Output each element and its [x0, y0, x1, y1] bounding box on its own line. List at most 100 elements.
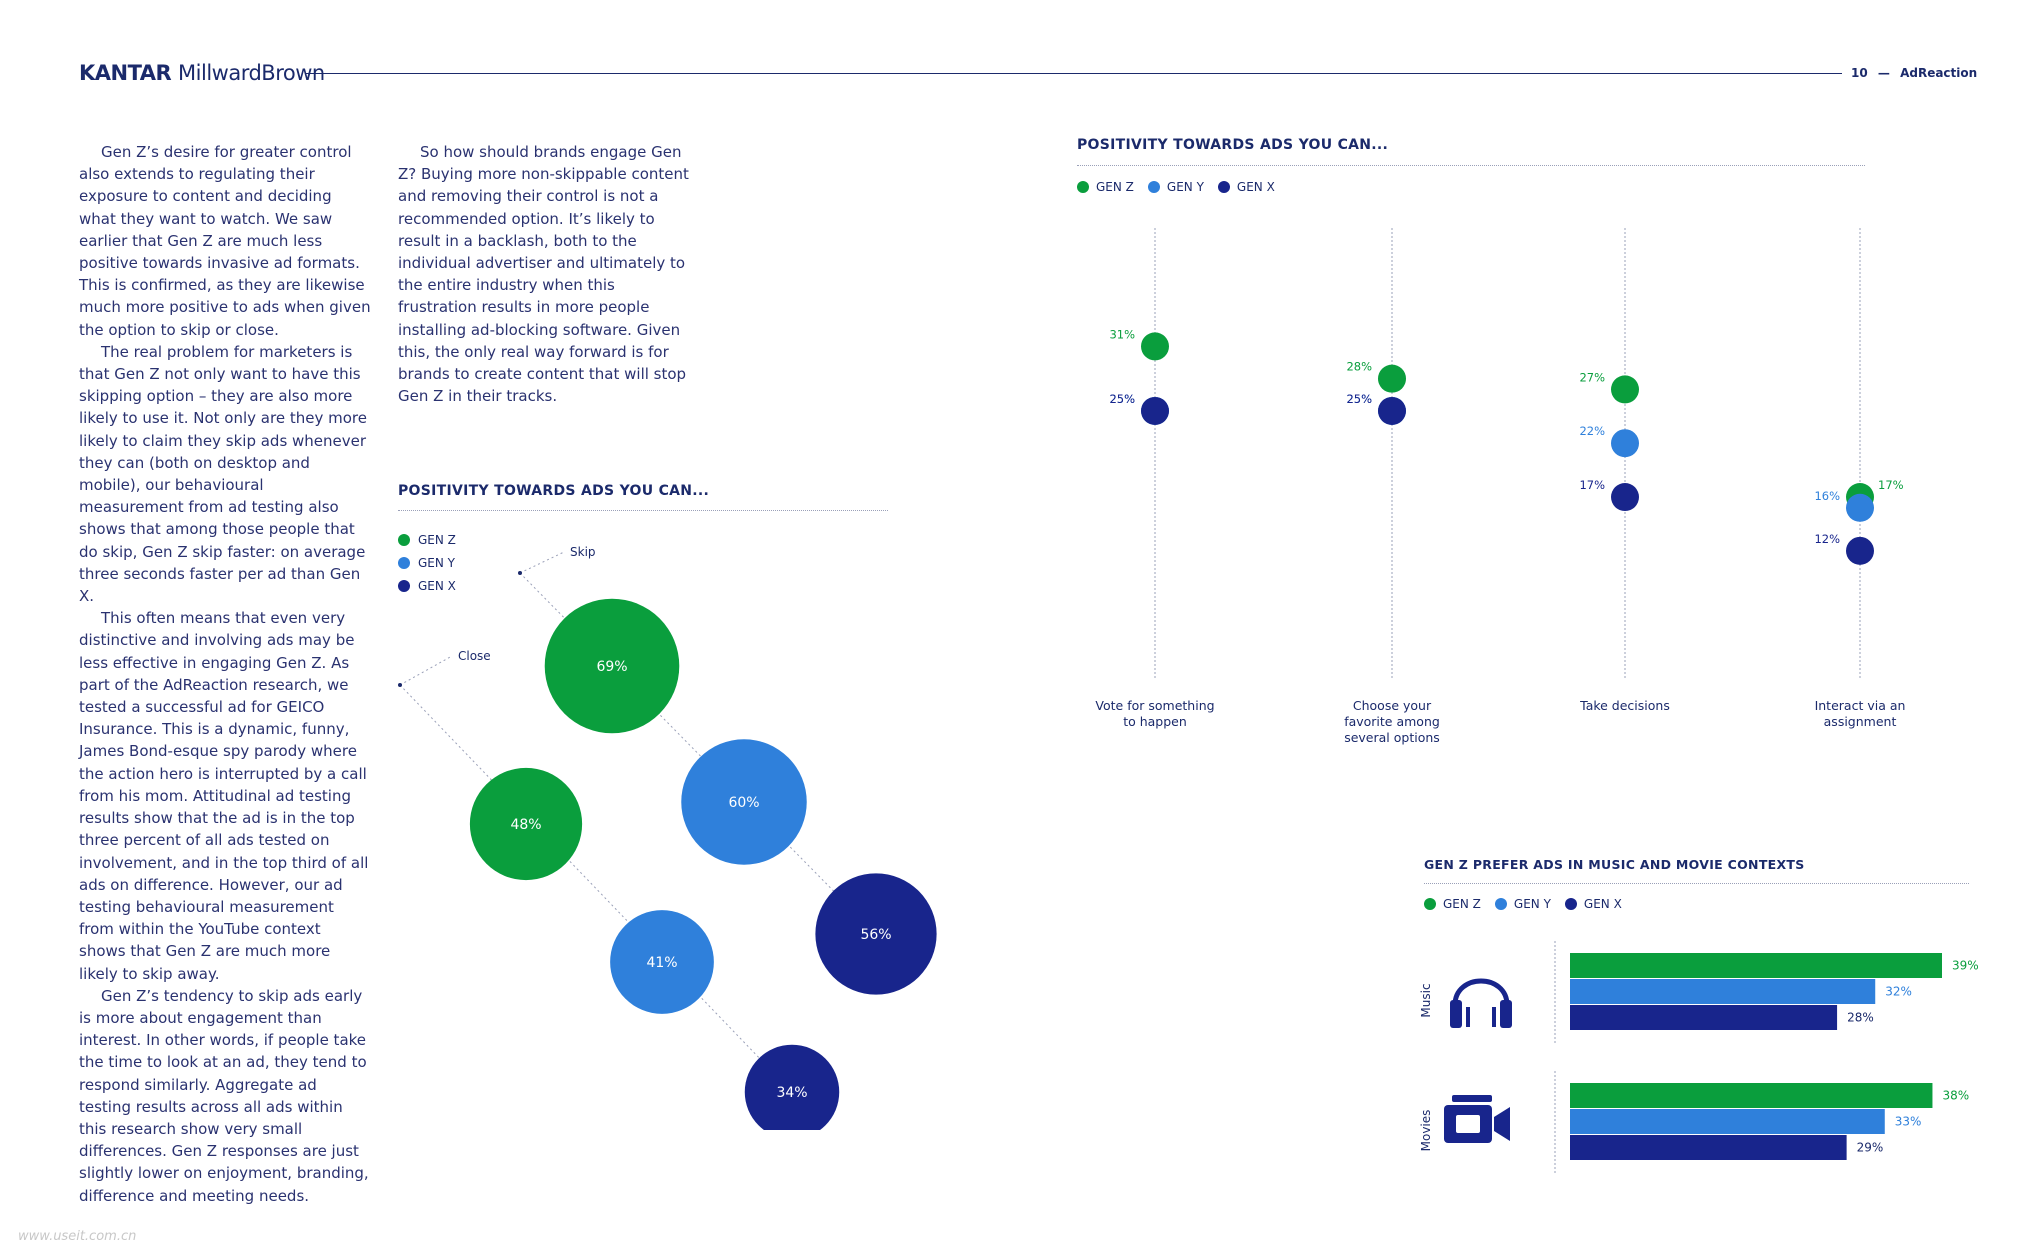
dot-gen-z: [1378, 364, 1406, 393]
bar-title-rule: [1424, 883, 1969, 884]
gen-y-swatch: [398, 556, 410, 569]
gen-z-swatch: [1077, 181, 1089, 193]
header-rule: [305, 73, 1842, 74]
dot-value-label: 22%: [1579, 424, 1605, 438]
dot-gen-z: [1611, 375, 1639, 404]
dot-value-label: 25%: [1346, 392, 1372, 406]
legend-item-gen-y: GEN Y: [398, 551, 456, 574]
bubble-legend: GEN Z GEN Y GEN X: [398, 528, 456, 597]
dot-value-label: 28%: [1346, 360, 1372, 374]
category-label-movies: Movies: [1419, 1110, 1433, 1152]
anchor-dot: [518, 571, 522, 575]
legend-label: GEN Z: [1096, 180, 1134, 194]
anchor-dot: [398, 683, 402, 687]
dotplot-title: POSITIVITY TOWARDS ADS YOU CAN...: [1077, 137, 1389, 153]
gen-z-swatch: [398, 533, 410, 546]
headphones-icon: [1450, 978, 1512, 1028]
gen-y-swatch: [1147, 181, 1160, 193]
bar-music-gen-y: [1570, 979, 1876, 1004]
paragraph: This often means that even very distinct…: [79, 609, 369, 983]
page-separator: —: [1877, 66, 1890, 80]
body-column-2: So how should brands engage Gen Z? Buyin…: [398, 141, 690, 407]
dotplot-title-rule: [1077, 165, 1865, 166]
bubble-skip-gen-z: [544, 598, 680, 734]
paragraph: Gen Z’s tendency to skip ads early is mo…: [79, 986, 369, 1205]
bubble-skip-gen-x: [815, 873, 937, 995]
dot-value-label: 27%: [1579, 370, 1605, 384]
paragraph: Gen Z’s desire for greater control also …: [79, 143, 371, 339]
leader-line: [399, 655, 453, 686]
bar-value-label: 28%: [1847, 1011, 1874, 1025]
bar-value-label: 29%: [1857, 1141, 1884, 1155]
bubble-value-label: 41%: [646, 955, 677, 971]
bar-value-label: 39%: [1952, 959, 1979, 973]
dot-gen-y: [1611, 429, 1639, 458]
bubble-skip-gen-y: [681, 739, 807, 865]
category-label: Take decisions: [1579, 698, 1670, 713]
bar-music-gen-z: [1570, 953, 1942, 978]
dot-value-label: 16%: [1814, 489, 1840, 503]
publication-name: AdReaction: [1900, 66, 1978, 80]
dot-gen-x: [1611, 483, 1639, 512]
legend-label: GEN X: [418, 578, 456, 593]
dot-value-label: 17%: [1878, 478, 1904, 492]
legend-item-gen-z: GEN Z: [1424, 897, 1481, 911]
bar-value-label: 32%: [1885, 985, 1912, 999]
gen-x-swatch: [398, 579, 410, 592]
legend-label: GEN X: [1236, 180, 1275, 194]
bar-chart-title: GEN Z PREFER ADS IN MUSIC AND MOVIE CONT…: [1424, 857, 1805, 872]
legend-label: GEN Y: [418, 555, 456, 570]
dotplot-legend: GEN Z GEN Y GEN X: [1077, 180, 1275, 194]
dot-value-label: 25%: [1346, 392, 1372, 406]
legend-item-gen-x: GEN X: [398, 574, 456, 597]
bubble-close-gen-y: [610, 910, 714, 1014]
bubble-value-label: 69%: [596, 659, 627, 675]
legend-item-gen-y: GEN Y: [1147, 180, 1204, 194]
legend-label: GEN Z: [418, 532, 456, 547]
bubble-value-label: 56%: [860, 927, 891, 943]
paragraph: The real problem for marketers is that G…: [79, 342, 367, 606]
bar-movies-gen-y: [1570, 1109, 1885, 1134]
bubble-title-rule: [398, 510, 888, 511]
legend-item-gen-z: GEN Z: [398, 528, 456, 551]
connector-line: [399, 684, 793, 1093]
watermark: www.useit.com.cn: [18, 1229, 137, 1244]
bar-legend: GEN Z GEN Y GEN X: [1424, 897, 1622, 911]
category-label-music: Music: [1419, 983, 1433, 1017]
bubble-value-label: 34%: [776, 1085, 807, 1101]
dot-gen-z: [1141, 332, 1169, 361]
bar-music-gen-x: [1570, 1005, 1838, 1030]
legend-label: GEN Z: [1443, 897, 1481, 911]
dot-value-label: 25%: [1109, 392, 1135, 406]
logo-main: KANTAR: [79, 61, 172, 85]
legend-item-gen-x: GEN X: [1564, 897, 1622, 911]
group-label-skip: Skip: [570, 545, 596, 559]
legend-label: GEN Y: [1513, 897, 1551, 911]
bar-value-label: 33%: [1895, 1115, 1922, 1129]
bubble-chart-title: POSITIVITY TOWARDS ADS YOU CAN...: [398, 483, 710, 499]
bubble-close-gen-x: [744, 1044, 840, 1130]
legend-item-gen-z: GEN Z: [1077, 180, 1134, 194]
gen-z-swatch: [1424, 898, 1436, 910]
dot-gen-x: [1378, 396, 1406, 425]
group-label-close: Close: [458, 649, 491, 663]
bubble-value-label: 48%: [510, 817, 541, 833]
leader-line: [519, 551, 565, 574]
legend-item-gen-x: GEN X: [1217, 180, 1275, 194]
dot-value-label: 17%: [1579, 478, 1605, 492]
legend-label: GEN X: [1583, 897, 1622, 911]
gen-y-swatch: [1494, 898, 1507, 910]
logo-sub: MillwardBrown: [178, 61, 325, 85]
dot-gen-x: [1846, 536, 1874, 565]
page-label: 10 — AdReaction: [1851, 66, 1977, 80]
dot-plot-chart: 31%28%27%17%25%25%22%16%25%25%17%12%Vote…: [1095, 228, 1906, 745]
dot-value-label: 12%: [1814, 532, 1840, 546]
page-number: 10: [1851, 66, 1868, 80]
bar-movies-gen-z: [1570, 1083, 1933, 1108]
paragraph: So how should brands engage Gen Z? Buyin…: [398, 143, 689, 406]
dot-value-label: 31%: [1109, 327, 1135, 341]
